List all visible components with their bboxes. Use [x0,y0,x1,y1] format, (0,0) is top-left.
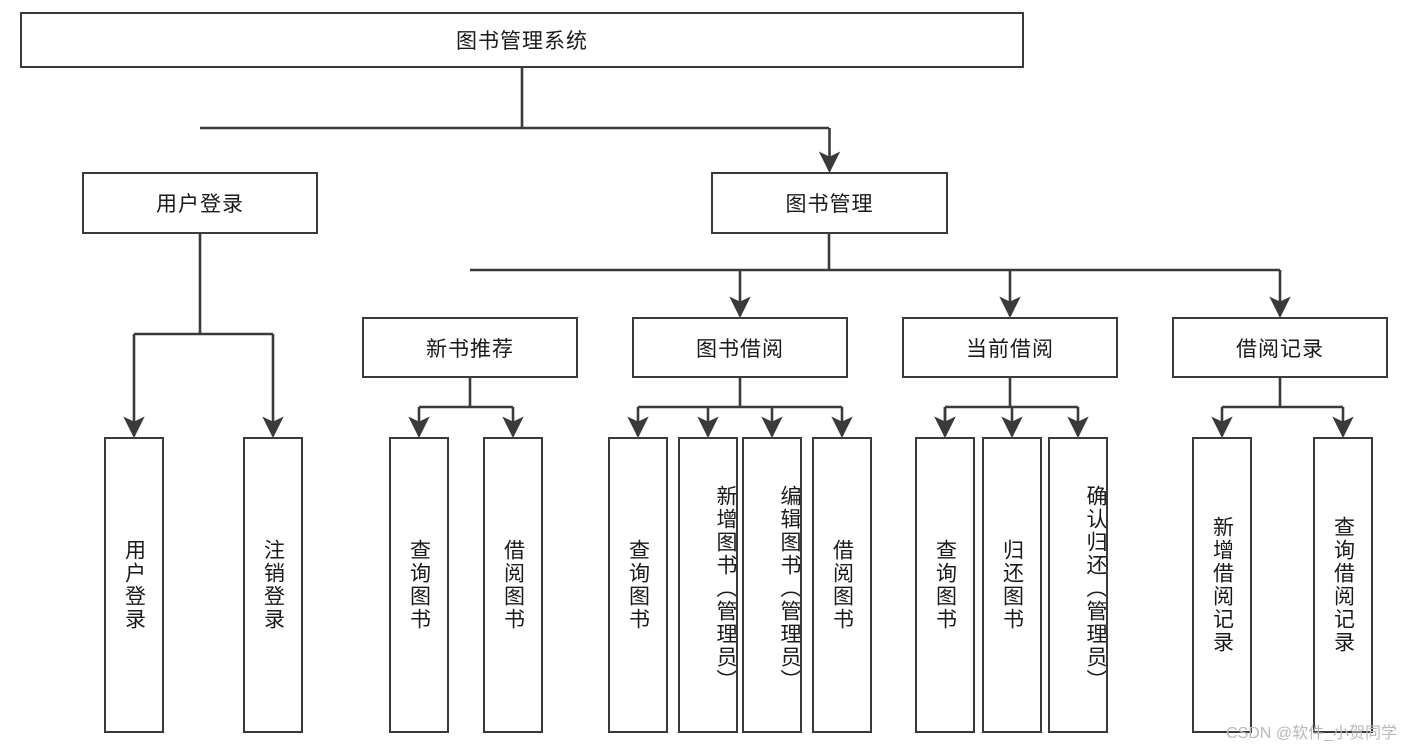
node-leaf-query-book-1[interactable]: 查询图书 [389,437,449,733]
node-leaf-add-record[interactable]: 新增借阅记录 [1192,437,1252,733]
node-label: 借阅图书 [830,539,854,631]
node-leaf-confirm-return[interactable]: 确认归还（管理员） [1048,437,1108,733]
node-leaf-user-login[interactable]: 用户登录 [104,437,164,733]
node-label: 查询图书 [407,539,431,631]
node-label: 查询图书 [626,539,650,631]
node-label: 确认归还（管理员） [1084,484,1107,692]
node-label: 借阅图书 [501,539,525,631]
node-label: 借阅记录 [1236,337,1324,361]
node-label: 图书管理系统 [456,30,588,53]
node-label: 图书借阅 [696,337,784,361]
node-label: 新增借阅记录 [1210,516,1234,654]
node-label: 用户登录 [156,193,244,216]
node-leaf-add-book[interactable]: 新增图书（管理员） [678,437,738,733]
node-label: 新增图书（管理员） [714,484,737,692]
node-leaf-edit-book[interactable]: 编辑图书（管理员） [742,437,802,733]
node-label: 归还图书 [1000,539,1024,631]
node-current-borrow[interactable]: 当前借阅 [902,317,1118,378]
node-label: 当前借阅 [966,337,1054,361]
node-leaf-query-record[interactable]: 查询借阅记录 [1313,437,1373,733]
node-label: 用户登录 [122,539,146,631]
node-label: 查询图书 [933,539,957,631]
node-label: 查询借阅记录 [1331,516,1355,654]
node-label: 编辑图书（管理员） [778,484,801,692]
node-book-borrow[interactable]: 图书借阅 [632,317,848,378]
node-new-book-recommend[interactable]: 新书推荐 [362,317,578,378]
node-leaf-borrow-book-1[interactable]: 借阅图书 [483,437,543,733]
node-user-login[interactable]: 用户登录 [82,172,318,234]
node-leaf-borrow-book-2[interactable]: 借阅图书 [812,437,872,733]
node-label: 图书管理 [785,193,874,216]
node-book-management[interactable]: 图书管理 [711,172,948,234]
node-leaf-return-book[interactable]: 归还图书 [982,437,1042,733]
node-leaf-query-book-2[interactable]: 查询图书 [608,437,668,733]
node-label: 注销登录 [261,539,285,631]
node-borrow-record[interactable]: 借阅记录 [1172,317,1388,378]
node-root-system[interactable]: 图书管理系统 [20,12,1024,68]
node-leaf-logout[interactable]: 注销登录 [243,437,303,733]
node-leaf-query-book-3[interactable]: 查询图书 [915,437,975,733]
node-label: 新书推荐 [426,337,514,361]
